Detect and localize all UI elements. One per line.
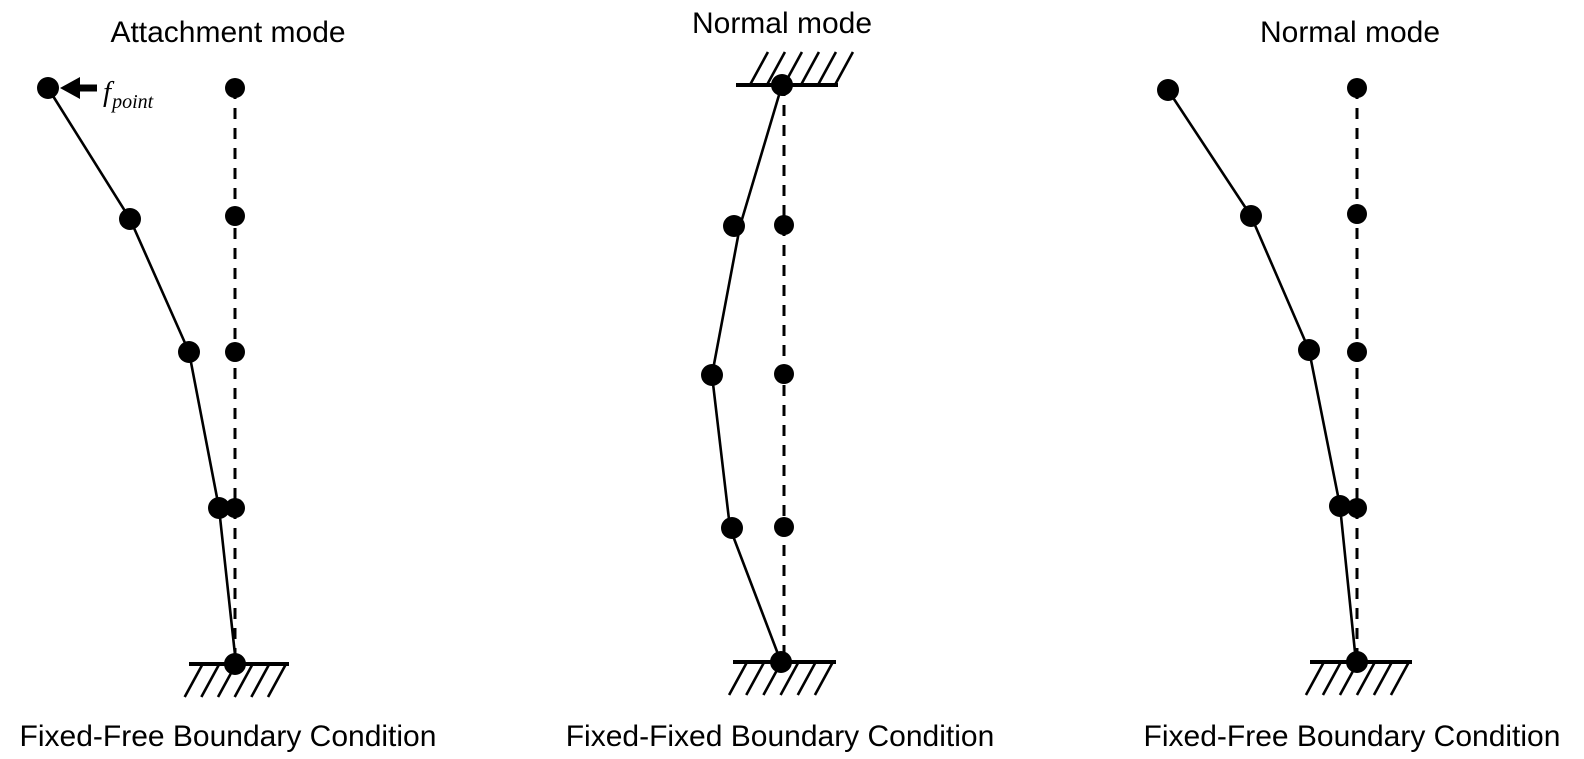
mode-node-dot	[701, 364, 723, 386]
reference-node-dot	[774, 517, 794, 537]
ground-hatch-stroke	[1389, 661, 1411, 696]
ground-hatch-stroke	[796, 661, 817, 696]
ground-hatch-stroke	[748, 51, 770, 86]
mode-node-dot	[1157, 79, 1179, 101]
panel-title: Attachment mode	[110, 16, 345, 49]
reference-node-dot	[225, 78, 245, 98]
ground-hatch-stroke	[765, 51, 787, 86]
mode-node-dot	[1240, 205, 1262, 227]
reference-node-dot	[774, 215, 794, 235]
ground-hatch-stroke	[816, 51, 838, 86]
boundary-condition-caption: Fixed-Free Boundary Condition	[1144, 720, 1561, 753]
ground-hatch-stroke	[1321, 661, 1343, 696]
reference-node-dot	[1347, 204, 1367, 224]
ground-hatch-stroke	[250, 663, 271, 698]
force-label: fpoint	[103, 76, 154, 113]
reference-node-dot	[1347, 78, 1367, 98]
mode-node-dot	[1298, 339, 1320, 361]
boundary-condition-caption: Fixed-Free Boundary Condition	[20, 720, 437, 753]
ground-hatch-stroke	[266, 663, 288, 698]
force-label-subscript: point	[110, 91, 154, 113]
reference-node-dot	[224, 653, 246, 675]
mode-node-dot	[721, 517, 743, 539]
ground-hatch-stroke	[833, 51, 855, 86]
reference-node-dot	[1347, 498, 1367, 518]
mode-node-dot	[208, 497, 230, 519]
reference-node-dot	[774, 364, 794, 384]
boundary-condition-caption: Fixed-Fixed Boundary Condition	[566, 720, 995, 753]
force-annotation: fpoint	[60, 76, 154, 113]
reference-node-dot	[1347, 342, 1367, 362]
ground-hatch-stroke	[200, 663, 221, 698]
ground-hatch-stroke	[779, 661, 800, 696]
ground-hatch-stroke	[233, 663, 254, 698]
reference-node-dot	[1346, 651, 1368, 673]
reference-node-dot	[225, 498, 245, 518]
ground-hatch-stroke	[727, 661, 749, 696]
force-arrow-head	[60, 77, 80, 99]
reference-node-dot	[225, 342, 245, 362]
ground-hatch-stroke	[183, 663, 204, 698]
mode-node-dot	[178, 341, 200, 363]
panel-title: Normal mode	[692, 7, 872, 40]
mode-node-dot	[37, 77, 59, 99]
ground-hatch-stroke	[1372, 661, 1394, 696]
mode-node-dot	[723, 215, 745, 237]
mode-node-dot	[119, 208, 141, 230]
ground-hatch-stroke	[813, 661, 835, 696]
reference-node-dot	[225, 206, 245, 226]
ground-hatch-stroke	[745, 661, 766, 696]
mode-node-dot	[770, 651, 792, 673]
mode-shape-line	[46, 86, 238, 666]
ground-hatch-stroke	[1304, 661, 1326, 696]
ground-hatch-stroke	[799, 51, 821, 86]
ground-hatch-stroke	[1355, 661, 1377, 696]
mode-shape-line	[1166, 88, 1358, 664]
mode-node-dot	[771, 74, 793, 96]
mode-node-dot	[1329, 495, 1351, 517]
panel-title: Normal mode	[1260, 16, 1440, 49]
